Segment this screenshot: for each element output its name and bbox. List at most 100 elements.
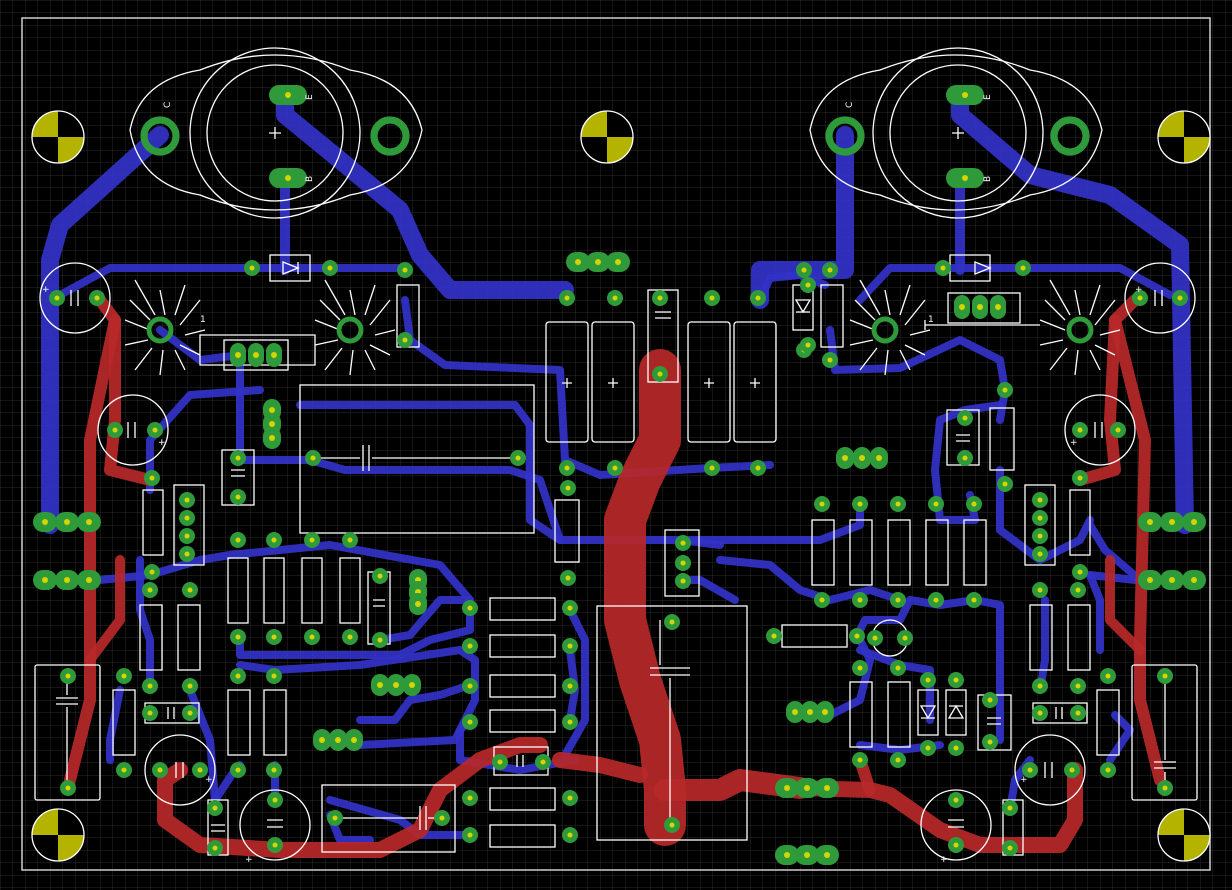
- drill-hole: [827, 267, 833, 273]
- drill-hole: [925, 677, 931, 683]
- drill-hole: [149, 569, 155, 575]
- drill-hole: [819, 501, 825, 507]
- drill-hole: [402, 337, 408, 343]
- heatsink-pad: [146, 316, 174, 344]
- drill-hole: [467, 683, 473, 689]
- drill-hole: [805, 342, 811, 348]
- drill-hole: [65, 785, 71, 791]
- drill-hole: [235, 634, 241, 640]
- drill-hole: [327, 265, 333, 271]
- polarity-mark-6: +: [1020, 775, 1028, 785]
- drill-hole: [1147, 519, 1153, 525]
- heatsink-left-b: [314, 279, 396, 376]
- drill-hole: [271, 537, 277, 543]
- drill-hole: [953, 745, 959, 751]
- drill-hole: [184, 533, 190, 539]
- drill-hole: [1037, 683, 1043, 689]
- drill-hole: [567, 795, 573, 801]
- drill-hole: [567, 719, 573, 725]
- drill-hole: [121, 673, 127, 679]
- drill-hole: [1075, 683, 1081, 689]
- drill-hole: [612, 295, 618, 301]
- drill-hole: [827, 357, 833, 363]
- polarity-mark-3: +: [158, 438, 166, 448]
- drill-hole: [755, 465, 761, 471]
- drill-hole: [854, 633, 860, 639]
- cap-outline-left-edge: [34, 664, 101, 801]
- drill-hole: [995, 304, 1001, 310]
- drill-hole: [784, 785, 790, 791]
- drill-hole: [564, 465, 570, 471]
- drill-hole: [680, 540, 686, 546]
- drill-hole: [565, 485, 571, 491]
- drill-hole: [895, 501, 901, 507]
- drill-hole: [271, 673, 277, 679]
- drill-hole: [895, 597, 901, 603]
- drill-hole: [1191, 577, 1197, 583]
- drill-hole: [285, 92, 291, 98]
- drill-hole: [801, 267, 807, 273]
- drill-hole: [1137, 295, 1143, 301]
- cap-outline-right-edge: [1131, 664, 1198, 801]
- drill-hole: [1037, 533, 1043, 539]
- drill-hole: [1077, 475, 1083, 481]
- drill-hole: [272, 842, 278, 848]
- drill-hole: [253, 352, 259, 358]
- drill-hole: [212, 805, 218, 811]
- drill-hole: [1191, 519, 1197, 525]
- silkscreen: [34, 47, 1198, 861]
- heatsink-pad: [336, 316, 364, 344]
- drill-hole: [1075, 587, 1081, 593]
- drill-hole: [564, 295, 570, 301]
- drill-hole: [925, 745, 931, 751]
- drill-hole: [147, 587, 153, 593]
- drill-hole: [197, 767, 203, 773]
- drill-hole: [819, 597, 825, 603]
- drill-hole: [1007, 805, 1013, 811]
- drill-hole: [1069, 767, 1075, 773]
- drill-hole: [962, 175, 968, 181]
- polarity-mark-5: +: [205, 775, 213, 785]
- board-outline: [21, 17, 1211, 871]
- heatsink-pad: [1066, 316, 1094, 344]
- drill-hole: [112, 427, 118, 433]
- drill-hole: [959, 304, 965, 310]
- drill-hole: [1147, 577, 1153, 583]
- pin1-mark-left: 1: [200, 315, 206, 325]
- drill-hole: [152, 427, 158, 433]
- drill-hole: [857, 597, 863, 603]
- drill-hole: [377, 682, 383, 688]
- drill-hole: [467, 795, 473, 801]
- drill-hole: [319, 737, 325, 743]
- drill-hole: [895, 757, 901, 763]
- drill-hole: [807, 709, 813, 715]
- drill-hole: [962, 455, 968, 461]
- drill-hole: [669, 822, 675, 828]
- drill-hole: [65, 673, 71, 679]
- drill-hole: [467, 719, 473, 725]
- tr-left-collector-label: C: [163, 102, 173, 108]
- drill-hole: [439, 815, 445, 821]
- drill-hole: [515, 455, 521, 461]
- drill-hole: [872, 635, 878, 641]
- mount-hole-bottom-left: [31, 808, 85, 862]
- mounting-holes: [31, 110, 1211, 862]
- drill-hole: [680, 560, 686, 566]
- drill-hole: [971, 501, 977, 507]
- drill-hole: [377, 637, 383, 643]
- drill-hole: [94, 295, 100, 301]
- drill-hole: [1169, 577, 1175, 583]
- heatsink-right-a: [849, 279, 931, 376]
- drill-hole: [184, 497, 190, 503]
- mount-hole-top-left: [31, 110, 85, 164]
- drill-hole: [309, 537, 315, 543]
- tr-left-emitter-label: E: [305, 94, 315, 100]
- drill-hole: [824, 852, 830, 858]
- drill-hole: [933, 501, 939, 507]
- polarity-mark-2: +: [1135, 285, 1143, 295]
- drill-hole: [235, 673, 241, 679]
- drill-hole: [409, 682, 415, 688]
- drill-hole: [121, 767, 127, 773]
- drill-hole: [285, 175, 291, 181]
- polarity-mark-7: +: [245, 855, 253, 865]
